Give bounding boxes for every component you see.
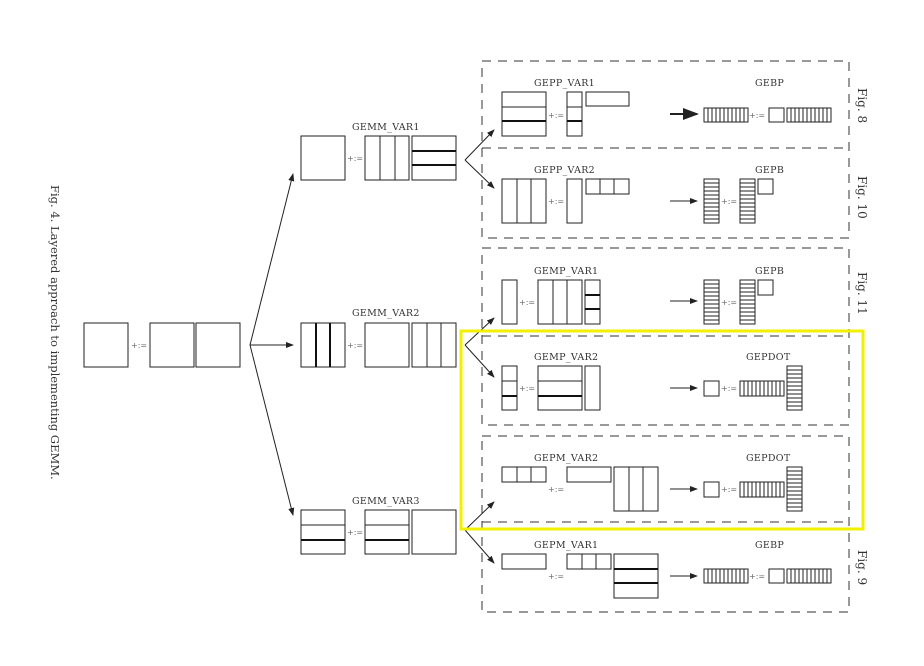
row-gemp-var1: GEMP_VAR1 +:= GEPB +:= Fig. 11 (501, 266, 869, 325)
gemm-var3-block: GEMM_VAR3 +:= (300, 496, 457, 555)
gepdot-label-2: GEPDOT (746, 453, 791, 464)
operator-label: +:= (749, 572, 765, 581)
operator-label: +:= (347, 341, 363, 350)
row-gepp-var1: GEPP_VAR1 +:= GEBP +:= Fig. 8 (501, 78, 869, 137)
root-arrows (249, 173, 295, 516)
operator-label: +:= (347, 154, 363, 163)
fig-10-ref: Fig. 10 (855, 176, 869, 219)
figure-caption: Fig. 4. Layered approach to implementing… (48, 185, 62, 480)
row-gemp-var2: GEMP_VAR2 +:= GEPDOT +:= (501, 352, 803, 411)
operator-label: +:= (548, 485, 564, 494)
gebp-packed-b-2 (786, 568, 832, 584)
fig-9-ref: Fig. 9 (855, 550, 869, 585)
gebp-packed-b (786, 107, 832, 123)
gepb-packed-a (739, 178, 756, 224)
gepdot-packed-b (786, 365, 803, 411)
dashed-regions (481, 60, 850, 613)
gepdot-label: GEPDOT (746, 352, 791, 363)
operator-label: +:= (131, 341, 147, 350)
operator-label: +:= (519, 384, 535, 393)
operator-label: +:= (548, 572, 564, 581)
operator-label: +:= (548, 197, 564, 206)
gemm-var2-block: GEMM_VAR2 +:= (300, 308, 457, 368)
gemp-var2-label: GEMP_VAR2 (534, 352, 598, 363)
fig-11-ref: Fig. 11 (855, 272, 869, 315)
gebp-label: GEBP (755, 78, 784, 89)
gepm-var1-label: GEPM_VAR1 (534, 540, 598, 551)
gepdot-packed-a (739, 380, 785, 397)
operator-label: +:= (721, 298, 737, 307)
gebp-packed-a-2 (703, 568, 749, 584)
operator-label: +:= (548, 111, 564, 120)
gepdot-packed-b-2 (786, 466, 803, 512)
gepm-var2-label: GEPM_VAR2 (534, 453, 598, 464)
root-gemm: +:= (83, 322, 241, 368)
gebp-packed-a (703, 107, 749, 123)
gemm-var1-block: GEMM_VAR1 +:= (300, 122, 457, 181)
row-gepm-var1: GEPM_VAR1 +:= GEBP +:= Fig. 9 (501, 540, 869, 599)
highlight-box (459, 329, 865, 531)
branch-arrows (464, 129, 495, 564)
operator-label: +:= (347, 528, 363, 537)
gepp-var2-label: GEPP_VAR2 (534, 165, 595, 176)
gepb-packed-c-2 (703, 279, 720, 325)
operator-label: +:= (519, 298, 535, 307)
gepb-packed-a-2 (739, 279, 756, 325)
operator-label: +:= (749, 111, 765, 120)
gepb-label: GEPB (755, 165, 784, 176)
gemp-var1-label: GEMP_VAR1 (534, 266, 598, 277)
gepb-label-2: GEPB (755, 266, 784, 277)
row-gepp-var2: GEPP_VAR2 +:= GEPB +:= Fig. 10 (501, 165, 869, 224)
fig-8-ref: Fig. 8 (855, 88, 869, 123)
gebp-label-2: GEBP (755, 540, 784, 551)
gemm-var3-label: GEMM_VAR3 (352, 496, 420, 507)
operator-label: +:= (721, 197, 737, 206)
gepb-packed-c (703, 178, 720, 224)
operator-label: +:= (721, 485, 737, 494)
row-gepm-var2: GEPM_VAR2 +:= GEPDOT +:= (501, 453, 803, 512)
gemm-var1-label: GEMM_VAR1 (352, 122, 420, 133)
gepp-var1-label: GEPP_VAR1 (534, 78, 595, 89)
gepdot-packed-a-2 (739, 481, 785, 498)
gemm-var2-label: GEMM_VAR2 (352, 308, 420, 319)
operator-label: +:= (721, 384, 737, 393)
